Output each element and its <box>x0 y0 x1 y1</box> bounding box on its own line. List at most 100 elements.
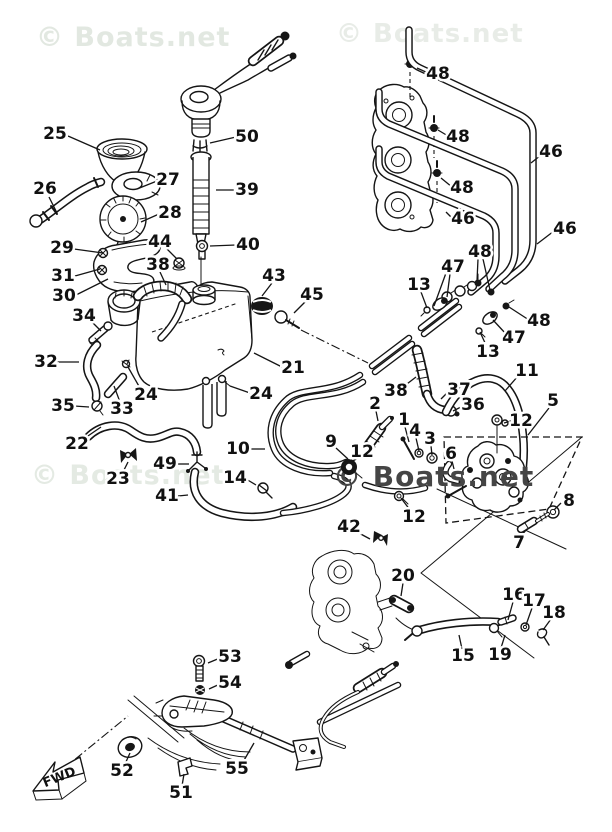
part-number-24[interactable]: 24 <box>247 382 276 407</box>
part-number-43[interactable]: 43 <box>260 264 289 289</box>
part-number-27[interactable]: 27 <box>154 168 183 193</box>
callout-leader-line <box>402 376 417 388</box>
part-number-7[interactable]: 7 <box>511 531 528 556</box>
part-number-47[interactable]: 47 <box>500 326 529 351</box>
part-number-11[interactable]: 11 <box>513 359 542 384</box>
part-number-40[interactable]: 40 <box>234 233 263 258</box>
part-number-48[interactable]: 48 <box>466 240 495 265</box>
lower-left-hoses <box>83 421 298 522</box>
filler-cap-sensor <box>180 31 297 153</box>
part-number-3[interactable]: 3 <box>422 427 439 452</box>
part-number-12[interactable]: 12 <box>400 505 429 530</box>
part-number-23[interactable]: 23 <box>104 467 133 492</box>
clip-18 <box>536 628 550 646</box>
part-number-46[interactable]: 46 <box>551 217 580 242</box>
fitting-7 <box>516 516 539 534</box>
part-number-52[interactable]: 52 <box>108 759 137 784</box>
part-number-19[interactable]: 19 <box>486 643 515 668</box>
part-number-17[interactable]: 17 <box>520 589 549 614</box>
part-number-39[interactable]: 39 <box>233 178 262 203</box>
part-number-31[interactable]: 31 <box>49 264 78 289</box>
part-number-50[interactable]: 50 <box>233 125 262 150</box>
part-number-37[interactable]: 37 <box>445 378 474 403</box>
part-number-51[interactable]: 51 <box>167 781 196 806</box>
part-number-38[interactable]: 38 <box>382 379 411 404</box>
callout-leader-line <box>84 426 102 439</box>
part-number-48[interactable]: 48 <box>448 176 477 201</box>
callout-leader-line <box>293 300 307 314</box>
callout-leader-line <box>508 306 530 321</box>
callout-leader-line <box>446 273 451 298</box>
part-number-42[interactable]: 42 <box>335 515 364 540</box>
part-number-2[interactable]: 2 <box>367 392 384 417</box>
part-number-5[interactable]: 5 <box>545 389 562 414</box>
part-number-10[interactable]: 10 <box>224 437 253 462</box>
part-number-29[interactable]: 29 <box>48 236 77 261</box>
callout-leader-line <box>67 135 101 151</box>
part-number-28[interactable]: 28 <box>156 201 185 226</box>
callout-leader-line <box>527 407 550 436</box>
part-number-18[interactable]: 18 <box>540 601 569 626</box>
callout-leader-line <box>492 319 507 335</box>
callout-leader-line <box>437 129 449 137</box>
part-number-26[interactable]: 26 <box>31 177 60 202</box>
part-number-55[interactable]: 55 <box>223 757 252 782</box>
clamp-12a <box>341 459 363 479</box>
callout-leader-line <box>482 258 491 291</box>
part-number-4[interactable]: 4 <box>407 419 424 444</box>
part-number-45[interactable]: 45 <box>298 283 327 308</box>
watermark-text: © Boats.net <box>36 22 230 53</box>
part-number-54[interactable]: 54 <box>216 671 245 696</box>
callout-leader-line <box>48 196 58 214</box>
callout-leader-line <box>261 282 273 297</box>
part-number-15[interactable]: 15 <box>449 644 478 669</box>
part-number-48[interactable]: 48 <box>525 309 554 334</box>
callout-leader-line <box>207 657 221 664</box>
part-number-1[interactable]: 1 <box>396 408 413 433</box>
nut-44 <box>172 257 186 271</box>
part-number-48[interactable]: 48 <box>444 125 473 150</box>
part-number-30[interactable]: 30 <box>50 284 79 309</box>
callout-leader-line <box>75 278 109 296</box>
part-number-34[interactable]: 34 <box>70 304 99 329</box>
part-number-13[interactable]: 13 <box>474 340 503 365</box>
callout-leader-line <box>440 177 453 188</box>
callout-leader-line <box>74 268 101 277</box>
part-number-49[interactable]: 49 <box>151 452 180 477</box>
part-number-53[interactable]: 53 <box>216 645 245 670</box>
part-number-41[interactable]: 41 <box>153 484 182 509</box>
part-number-32[interactable]: 32 <box>32 350 61 375</box>
part-number-36[interactable]: 36 <box>459 393 488 418</box>
part-number-22[interactable]: 22 <box>63 432 92 457</box>
part-number-6[interactable]: 6 <box>443 442 460 467</box>
part-number-21[interactable]: 21 <box>279 356 308 381</box>
part-number-48[interactable]: 48 <box>424 62 453 87</box>
part-number-24[interactable]: 24 <box>132 383 161 408</box>
part-number-14[interactable]: 14 <box>221 466 250 491</box>
part-number-8[interactable]: 8 <box>561 489 578 514</box>
callout-leader-line <box>91 321 102 332</box>
part-number-12[interactable]: 12 <box>348 440 377 465</box>
fitting-49 <box>186 451 208 473</box>
part-number-9[interactable]: 9 <box>323 430 340 455</box>
part-number-25[interactable]: 25 <box>41 122 70 147</box>
part-number-35[interactable]: 35 <box>49 394 78 419</box>
part-number-16[interactable]: 16 <box>500 583 529 608</box>
part-number-38[interactable]: 38 <box>144 253 173 278</box>
part-number-46[interactable]: 46 <box>449 207 478 232</box>
clamp-19 <box>488 622 503 638</box>
part-number-47[interactable]: 47 <box>439 255 468 280</box>
part-number-46[interactable]: 46 <box>537 140 566 165</box>
callout-leader-line <box>209 244 237 247</box>
part-number-12[interactable]: 12 <box>507 409 536 434</box>
clamp-42 <box>373 531 388 546</box>
callout-leader-line <box>433 272 447 307</box>
bolt-53 <box>192 654 206 682</box>
callout-leader-line <box>525 607 533 626</box>
callout-leader-line <box>553 502 562 511</box>
part-number-44[interactable]: 44 <box>146 230 175 255</box>
callout-leader-line <box>136 180 158 190</box>
part-number-33[interactable]: 33 <box>108 397 137 422</box>
part-number-20[interactable]: 20 <box>389 564 418 589</box>
part-number-13[interactable]: 13 <box>405 273 434 298</box>
